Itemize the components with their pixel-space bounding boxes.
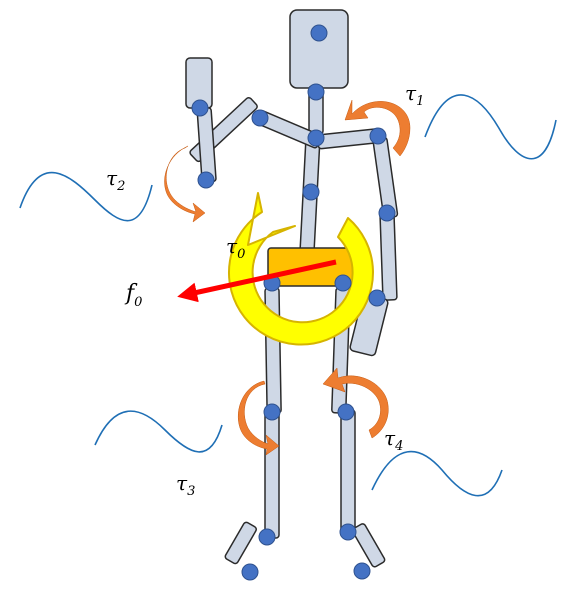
joint-right-elbow (378, 204, 396, 222)
joint-head (310, 24, 328, 42)
label-tau-2: τ2 (106, 166, 125, 194)
joints (191, 24, 396, 581)
torque-arrow-1 (344, 99, 411, 157)
joint-left-ankle (258, 528, 276, 546)
joint-left-shoulder (251, 109, 269, 127)
joint-right-knee (337, 403, 355, 421)
head (289, 9, 349, 89)
right-shin (340, 409, 356, 536)
joint-left-knee (263, 403, 281, 421)
left-foot (224, 521, 257, 565)
left-shin (264, 409, 280, 539)
joint-right-hip (334, 274, 352, 292)
label-f-0: f0 (124, 281, 142, 310)
joint-left-elbow (197, 171, 215, 189)
joint-right-toe (353, 562, 371, 580)
joint-right-wrist (368, 289, 386, 307)
torque-arrow-4 (322, 367, 389, 439)
joint-spine (302, 183, 320, 201)
force-arrow (177, 259, 337, 303)
wave-lower-left (94, 410, 223, 453)
joint-left-wrist (191, 99, 209, 117)
joint-chest (307, 129, 325, 147)
torque-arrow-2 (164, 145, 206, 223)
left-forearm (196, 106, 217, 183)
wave-upper-right (424, 94, 557, 160)
label-tau-0: τ0 (226, 234, 245, 262)
joint-torques (164, 99, 411, 456)
right-foot (351, 523, 386, 568)
label-tau-4: τ4 (384, 426, 403, 454)
joint-right-shoulder (369, 127, 387, 145)
label-tau-3: τ3 (176, 471, 195, 499)
right-forearm (379, 211, 398, 301)
label-tau-1: τ1 (405, 81, 424, 109)
wave-lower-right (371, 450, 503, 497)
joint-right-ankle (339, 523, 357, 541)
joint-neck (307, 83, 325, 101)
disturbance-waves (19, 94, 557, 497)
wave-upper-left (19, 171, 153, 222)
joint-left-toe (241, 563, 259, 581)
